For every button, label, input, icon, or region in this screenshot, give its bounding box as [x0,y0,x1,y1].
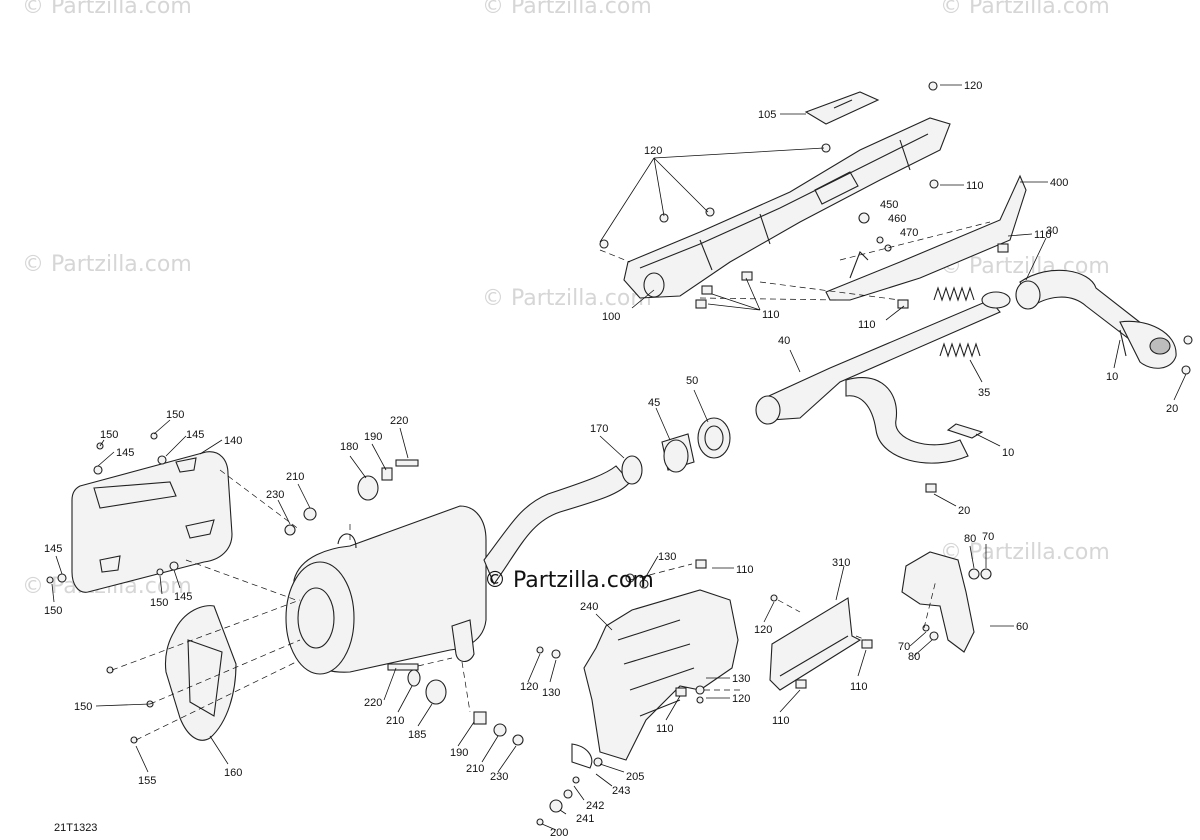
plate-105[interactable] [804,91,880,125]
watermark-top-left: © Partzilla.com [22,0,192,19]
callout-110: 110 [1034,229,1052,241]
callout-240: 240 [580,601,598,613]
callout-150: 150 [44,605,62,617]
callout-110: 110 [966,180,984,192]
callout-130: 130 [542,687,560,699]
diagram-reference-code: 21T1323 [54,822,98,834]
callout-120: 120 [754,624,772,636]
callout-60: 60 [1016,621,1028,633]
watermark-right-low: © Partzilla.com [940,540,1110,565]
gasket-10-middle[interactable] [946,423,984,439]
callout-145: 145 [174,591,192,603]
callout-205: 205 [626,771,644,783]
callout-50: 50 [686,375,698,387]
callout-20: 20 [1166,403,1178,415]
callout-100: 100 [602,311,620,323]
watermark-center-mid: © Partzilla.com [482,286,652,311]
callout-400: 400 [1050,177,1068,189]
callout-110: 110 [656,723,674,735]
callout-150: 150 [100,429,118,441]
spring-lower-35[interactable] [939,342,981,358]
callout-242: 242 [586,800,604,812]
pipe-40[interactable] [755,291,1011,464]
callout-105: 105 [758,109,776,121]
heat-shield-140[interactable] [71,451,233,593]
callout-190: 190 [450,747,468,759]
callout-210: 210 [466,763,484,775]
callout-130: 130 [732,673,750,685]
callout-110: 110 [772,715,790,727]
watermark-left-mid: © Partzilla.com [22,252,192,277]
callout-310: 310 [832,557,850,569]
muffler-170[interactable] [285,455,643,675]
callout-40: 40 [778,335,790,347]
bracket-60[interactable] [901,551,975,653]
callout-185: 185 [408,729,426,741]
heat-shield-240[interactable] [571,589,739,769]
callout-220: 220 [390,415,408,427]
callout-150: 150 [150,597,168,609]
fasteners [46,81,1193,826]
callout-220: 220 [364,697,382,709]
callout-190: 190 [364,431,382,443]
callout-110: 110 [850,681,868,693]
callout-150: 150 [74,701,92,713]
callout-170: 170 [590,423,608,435]
callout-120: 120 [644,145,662,157]
callout-145: 145 [116,447,134,459]
watermark-top-right: © Partzilla.com [940,0,1110,19]
callout-200: 200 [550,827,568,839]
leader-lines [51,84,1187,831]
callout-140: 140 [224,435,242,447]
callout-10: 10 [1002,447,1014,459]
sleeve-45[interactable] [661,433,695,473]
gasket-10-right[interactable] [1119,329,1127,357]
clamp-50[interactable] [697,417,731,459]
callout-130: 130 [658,551,676,563]
watermark-top-center: © Partzilla.com [482,0,652,19]
callout-460: 460 [888,213,906,225]
callout-241: 241 [576,813,594,825]
callout-80: 80 [964,533,976,545]
assembly-lines [111,221,991,741]
callout-210: 210 [286,471,304,483]
callout-110: 110 [858,319,876,331]
callout-10: 10 [1106,371,1118,383]
callout-70: 70 [982,531,994,543]
callout-120: 120 [964,80,982,92]
callout-450: 450 [880,199,898,211]
callout-150: 150 [166,409,184,421]
callout-210: 210 [386,715,404,727]
callout-110: 110 [736,564,754,576]
callout-160: 160 [224,767,242,779]
callout-230: 230 [490,771,508,783]
watermark-center: © Partzilla.com [484,568,654,593]
callout-145: 145 [44,543,62,555]
header-pipe-30[interactable] [1015,269,1177,369]
callout-20: 20 [958,505,970,517]
spring-upper-35[interactable] [933,286,975,302]
bracket-310[interactable] [769,597,862,691]
callout-120: 120 [732,693,750,705]
end-cap-160[interactable] [164,605,237,741]
callout-45: 45 [648,397,660,409]
callout-110: 110 [762,309,780,321]
callout-243: 243 [612,785,630,797]
callout-70: 70 [898,641,910,653]
callout-230: 230 [266,489,284,501]
heat-shield-400[interactable] [825,174,1027,301]
callout-30: 30 [1046,225,1058,237]
callout-80: 80 [908,651,920,663]
callout-120: 120 [520,681,538,693]
callout-155: 155 [138,775,156,787]
heat-shield-100[interactable] [623,117,951,299]
callout-145: 145 [186,429,204,441]
callout-470: 470 [900,227,918,239]
callout-labels: 120 105 120 400 110 450 460 470 110 30 1… [44,80,1178,839]
callout-35: 35 [978,387,990,399]
callout-180: 180 [340,441,358,453]
